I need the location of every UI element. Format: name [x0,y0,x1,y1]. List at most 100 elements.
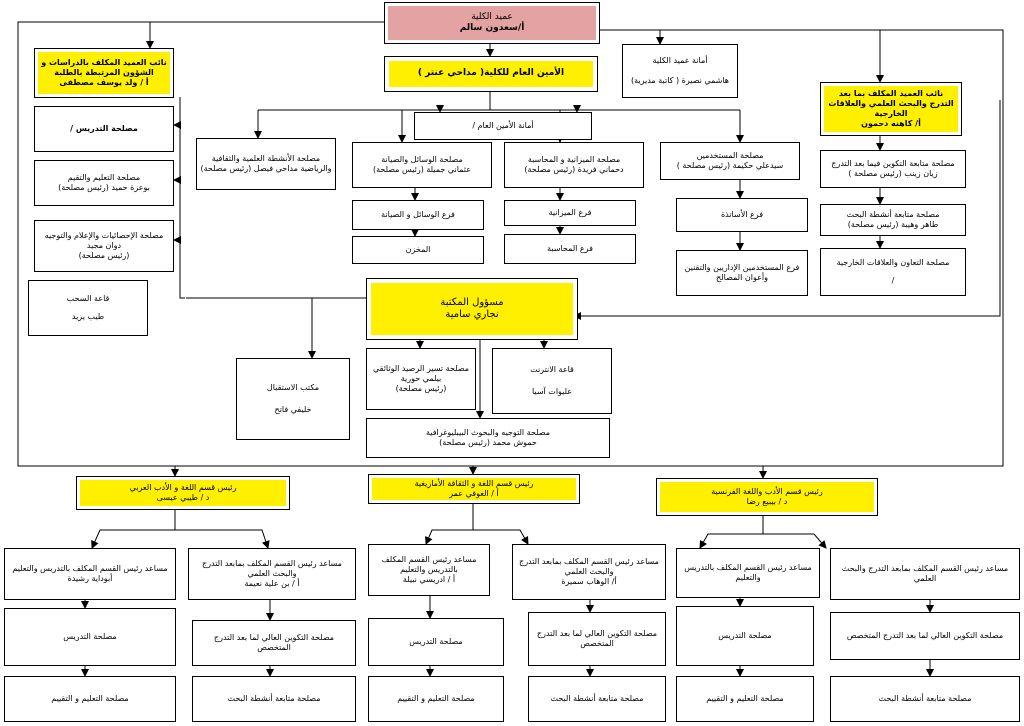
dept-arabic-box: رئيس قسم اللغة و الأدب العربي د / طيبي ع… [76,476,290,510]
dept-french-box: رئيس قسم الأدب واللغة الفرنسية د / بيبيع… [656,478,878,516]
dept3-postgrad-label: مصلحة التكوين العالي لما بعد التدرج المت… [846,631,1004,640]
assistant-research-arabic-name: أ / بن علية نعيمة [244,579,300,588]
assistant-research-french-title: مساعد رئيس القسم المكلف بمابعد التدرج وا… [841,564,1009,583]
dept1-postgrad-label: مصلحة التكوين العالي لما بعد التدرج المت… [213,633,335,652]
sg-secretariat-box: أمانة الأمين العام / [414,112,592,140]
dept-arabic-name: د / طيبي عيسى [156,493,210,502]
dept-arabic-title: رئيس قسم اللغة و الأدب العربي [129,483,237,492]
vice-dean-studies-fill: نائب العميد المكلف بالدراسات و الشؤون ال… [38,52,170,94]
dept1-evaluation-label: مصلحة التعليم و التقييم [51,694,129,703]
staff-branch-label: فرع المستخدمين الإداريين والتقنين وأعوان… [684,263,800,282]
secretary-general-box: الأمين العام للكلية( مداحي عنتر ) [384,56,598,92]
cooperation-service-title: مصلحة التعاون والعلاقات الخارجية [836,258,950,267]
research-followup-title: مصلحة متابعة أنشطة البحث [846,210,940,219]
accounting-branch-label: فرع المحاسبة [547,244,593,253]
assistant-teaching-arabic-box: مساعد رئيس القسم المكلف بالتدريس والتعلي… [4,548,176,600]
cooperation-service-name: / [891,276,895,285]
dept-french-fill: رئيس قسم الأدب واللغة الفرنسية د / بيبيع… [660,482,874,512]
bibliographic-service-box: مصلحة التوجيه والبحوث البيبليوغرافية حمو… [366,418,610,458]
maintenance-service-name: عثماني جميلة (رئيس مصلحة) [373,165,471,174]
teaching-service-title: مصلحة التدريس / [70,124,138,133]
maintenance-branch-box: فرع الوسائل و الصيانة [352,200,484,230]
research-followup-box: مصلحة متابعة أنشطة البحث طاهر وهيبة (رئي… [820,204,966,236]
library-head-fill: مسؤول المكتبة نجاري سامية [371,283,573,335]
budget-service-title: مصلحة الميزانية و المحاسبة [527,155,621,164]
postgrad-followup-box: مصلحة متابعة التكوين فيما بعد التدرج زيا… [820,150,966,188]
secretary-general-fill: الأمين العام للكلية( مداحي عنتر ) [389,61,593,87]
dept2-teaching-label: مصلحة التدريس [409,637,463,646]
archive-service-name: (رئيس مصلحة) [395,384,447,393]
statistics-service-title: مصلحة الإحصائيات والإعلام والتوجيه دوان … [44,231,164,250]
dean-box: عميد الكلية أ/سعدون سالم [384,2,600,44]
maintenance-service-title: مصلحة الوسائل والصيانة [381,155,463,164]
assistant-teaching-arabic-name: أبوداية رشيدة [67,574,113,583]
assistant-research-arabic-title: مساعد رئيس القسم المكلف بمابعد التدرج وا… [202,559,342,578]
dept3-teaching-box: مصلحة التدريس [676,606,814,666]
activities-service-title: مصلحة الأنشطة العلمية والثقافية والرياضي… [200,154,332,173]
dept-amazigh-fill: رئيس قسم اللغة و الثقافة الأمازيغية أ / … [372,478,576,500]
dean-name: أ/سعدون سالم [459,23,525,33]
evaluation-service-box: مصلحة التعليم والتقيم بوعزة حميد (رئيس م… [34,160,174,206]
dept3-evaluation-box: مصلحة التعليم و التقييم [676,676,814,722]
store-branch-box: المخزن [352,236,484,264]
budget-service-name: دحماني فريدة (رئيس مصلحة) [524,165,624,174]
assistant-research-amazigh-box: مساعد رئيس القسم المكلف بمابعد التدرج وا… [512,544,666,600]
dept1-research-label: مصلحة متابعة أنشطة البحث [227,694,321,703]
statistics-service-name: (رئيس مصلحة) [78,251,130,260]
dean-secretariat-box: أمانة عميد الكلية هاشمي نصيرة ( كاتبة مد… [622,44,738,98]
evaluation-service-title: مصلحة التعليم والتقيم [67,173,141,182]
vice-dean-research-fill: نائب العميد المكلف بما بعد التدرج والبحث… [824,86,958,132]
library-head-box: مسؤول المكتبة نجاري سامية [366,278,578,340]
assistant-teaching-french-box: مساعد رئيس القسم المكلف بالتدريس والتعلي… [676,548,820,598]
dean-secretariat-title: أمانة عميد الكلية [652,56,708,65]
activities-service-box: مصلحة الأنشطة العلمية والثقافية والرياضي… [196,138,336,190]
staff-service-name: سيدعلي حكيمة (رئيس مصلحة ) [676,161,784,170]
assistant-research-amazigh-name: أ/ الوهاب سميرة [561,577,617,586]
evaluation-service-name: بوعزة حميد (رئيس مصلحة) [58,183,150,192]
printing-room-name: طيب يزيد [71,312,105,321]
staff-branch-box: فرع المستخدمين الإداريين والتقنين وأعوان… [676,250,808,296]
reception-name: خليفي فاتح [274,405,312,414]
vice-dean-studies-box: نائب العميد المكلف بالدراسات و الشؤون ال… [34,48,174,98]
maintenance-branch-label: فرع الوسائل و الصيانة [381,210,455,219]
postgrad-followup-name: زيان زينب (رئيس مصلحة ) [848,169,938,178]
sg-secretariat-title: أمانة الأمين العام / [472,121,534,130]
professors-branch-label: فرع الأساتذة [720,210,764,219]
teaching-service-box: مصلحة التدريس / [34,106,174,152]
staff-service-box: مصلحة المستخدمين سيدعلي حكيمة (رئيس مصلح… [660,142,800,180]
vice-dean-studies-title: نائب العميد المكلف بالدراسات و الشؤون ال… [41,58,167,77]
budget-branch-box: فرع الميزانية [504,200,636,226]
staff-service-title: مصلحة المستخدمين [696,151,764,160]
dept2-evaluation-label: مصلحة التعليم و التقييم [397,694,475,703]
dept3-research-label: مصلحة متابعة أنشطة البحث [878,694,972,703]
dept-french-name: د / بيبيع رضا [746,497,788,506]
dept1-teaching-box: مصلحة التدريس [4,608,176,666]
statistics-service-box: مصلحة الإحصائيات والإعلام والتوجيه دوان … [34,220,174,272]
maintenance-service-box: مصلحة الوسائل والصيانة عثماني جميلة (رئي… [352,142,492,188]
accounting-branch-box: فرع المحاسبة [504,234,636,264]
printing-room-title: قاعة السحب [66,294,110,303]
dept2-research-label: مصلحة متابعة أنشطة البحث [550,694,644,703]
cooperation-service-box: مصلحة التعاون والعلاقات الخارجية / [820,248,966,296]
dept2-postgrad-box: مصلحة التكوين العالي لما بعد التدرج المت… [528,612,666,666]
internet-room-name: عليوات آسيا [531,387,573,396]
printing-room-box: قاعة السحب طيب يزيد [28,280,148,336]
assistant-teaching-amazigh-box: مساعد رئيس القسم المكلف بالتدريس والتعلي… [368,544,490,596]
dean-label-fill: عميد الكلية أ/سعدون سالم [388,6,596,40]
dept2-research-box: مصلحة متابعة أنشطة البحث [528,676,666,722]
dept1-research-box: مصلحة متابعة أنشطة البحث [192,676,356,722]
dept3-teaching-label: مصلحة التدريس [718,631,772,640]
internet-room-box: قاعة الانترنت عليوات آسيا [492,348,612,414]
dept3-research-box: مصلحة متابعة أنشطة البحث [830,676,1020,722]
assistant-teaching-arabic-title: مساعد رئيس القسم المكلف بالتدريس والتعلي… [12,564,168,573]
reception-title: مكتب الاستقبال [266,383,320,392]
dept1-evaluation-box: مصلحة التعليم و التقييم [4,676,176,722]
archive-service-title: مصلحة تسير الرصيد الوثائقي بيلمي حورية [372,364,470,383]
postgrad-followup-title: مصلحة متابعة التكوين فيما بعد التدرج [831,159,955,168]
assistant-teaching-amazigh-name: أ / ادريسي نبيلة [402,575,456,584]
assistant-teaching-amazigh-title: مساعد رئيس القسم المكلف بالتدريس والتعلي… [381,555,477,574]
dept3-postgrad-box: مصلحة التكوين العالي لما بعد التدرج المت… [830,612,1020,660]
research-followup-name: طاهر وهيبة (رئيس مصلحة) [847,220,939,229]
professors-branch-box: فرع الأساتذة [676,198,808,232]
